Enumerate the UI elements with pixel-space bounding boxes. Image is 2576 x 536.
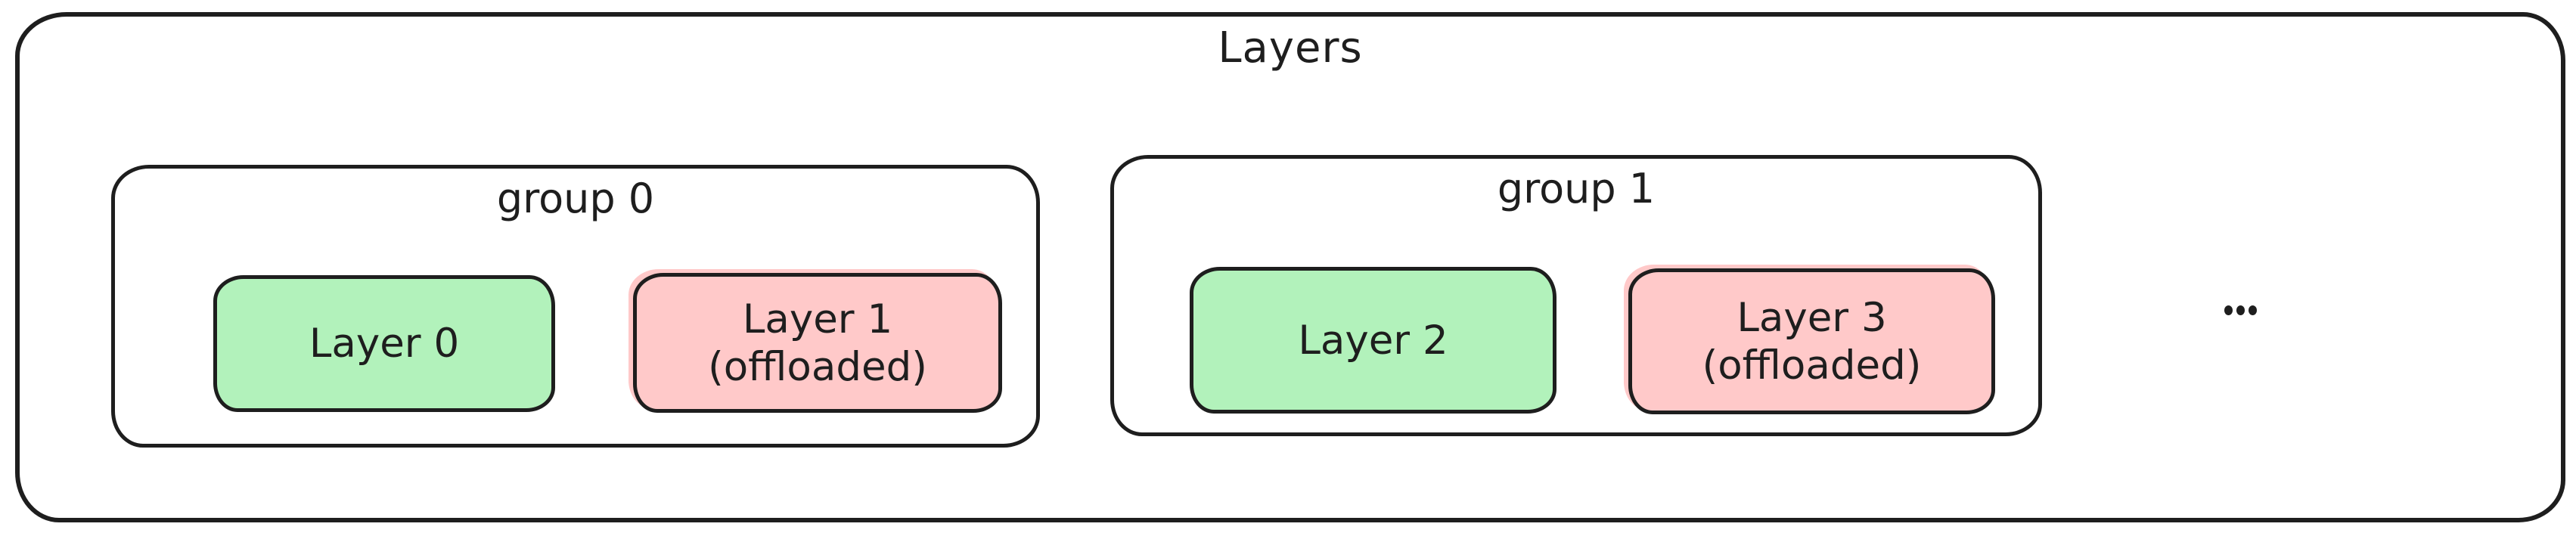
more-groups-ellipsis: ...	[2218, 295, 2263, 325]
layers-title: Layers	[1218, 23, 1363, 73]
layer-1-box: Layer 1 (offloaded)	[633, 273, 1002, 413]
group-1-label: group 1	[1497, 165, 1656, 212]
layer-2-box: Layer 2	[1190, 267, 1556, 414]
layer-1-sublabel: (offloaded)	[708, 343, 927, 390]
layers-container-box: Layers group 0 Layer 0 Layer 1 (offloade…	[15, 12, 2565, 522]
group-0-label: group 0	[496, 175, 655, 222]
layer-0-box: Layer 0	[213, 275, 555, 412]
layer-2-label: Layer 2	[1298, 317, 1448, 364]
ellipsis-dot	[2248, 305, 2257, 315]
layer-3-label: Layer 3	[1736, 294, 1887, 341]
ellipsis-dot	[2236, 305, 2245, 315]
layer-3-sublabel: (offloaded)	[1702, 342, 1922, 389]
ellipsis-dot	[2224, 305, 2233, 315]
layer-1-label: Layer 1	[742, 296, 893, 342]
group-0-box: group 0 Layer 0 Layer 1 (offloaded)	[111, 165, 1040, 448]
group-1-box: group 1 Layer 2 Layer 3 (offloaded)	[1110, 155, 2042, 436]
layer-0-label: Layer 0	[309, 321, 460, 367]
layer-3-box: Layer 3 (offloaded)	[1628, 268, 1995, 414]
